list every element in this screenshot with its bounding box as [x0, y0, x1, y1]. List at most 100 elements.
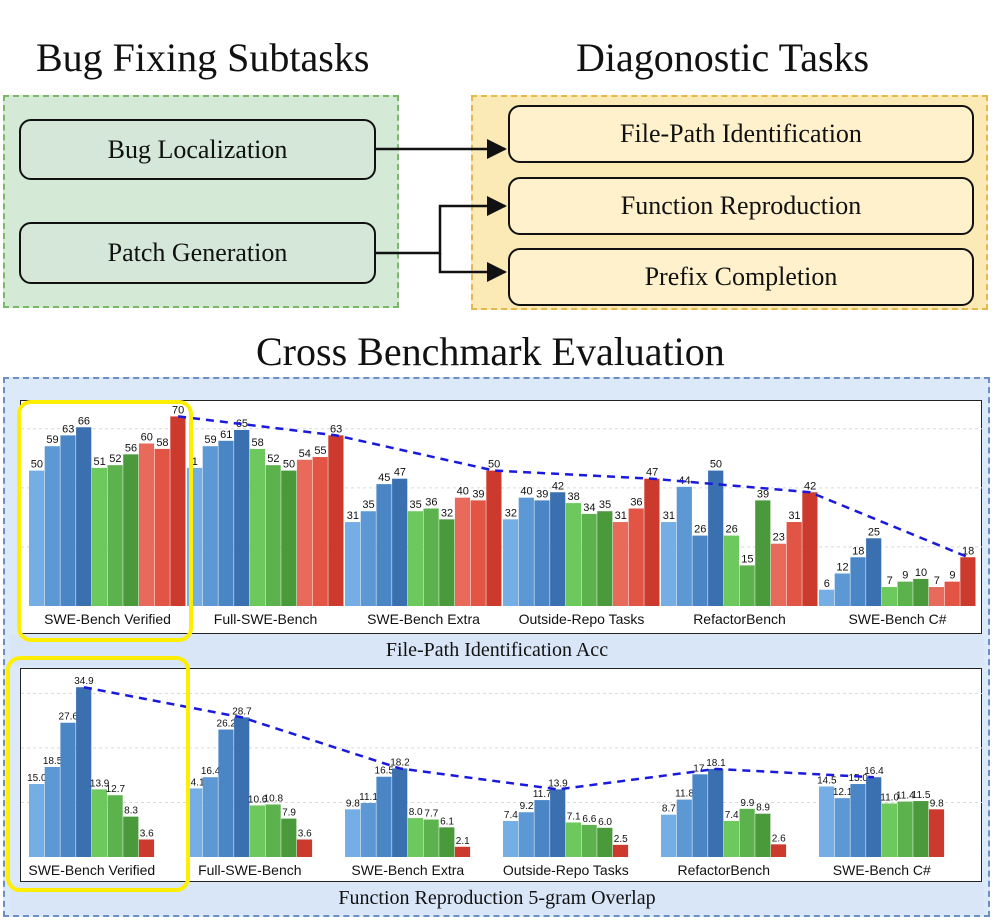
bar — [518, 497, 534, 606]
bar — [123, 816, 139, 857]
bar-value-label: 7.4 — [504, 810, 518, 821]
bar — [802, 492, 818, 606]
bar — [944, 581, 960, 606]
bar-value-label: 9 — [902, 570, 908, 582]
bar-value-label: 40 — [457, 486, 469, 498]
bar-value-label: 26 — [726, 524, 738, 536]
bar-value-label: 1 — [192, 456, 198, 468]
bar — [328, 435, 344, 606]
bar — [518, 812, 534, 857]
category-label: SWE-Bench C# — [833, 862, 931, 878]
bar-value-label: 9.2 — [520, 801, 534, 812]
bar-value-label: 35 — [362, 499, 374, 511]
bar — [123, 454, 139, 606]
bar-value-label: 34 — [583, 502, 595, 514]
bar-value-label: 10.8 — [264, 793, 284, 804]
bar-value-label: 17. — [693, 763, 707, 774]
bar — [60, 435, 76, 606]
bar-value-label: 52 — [267, 453, 279, 465]
bar-value-label: 2.6 — [772, 833, 786, 844]
bar — [534, 500, 550, 606]
bar-value-label: 11.1 — [359, 792, 378, 803]
bar-value-label: 32 — [505, 507, 517, 519]
bar-value-label: 34.9 — [74, 676, 94, 687]
bar-value-label: 50 — [283, 459, 295, 471]
bar-value-label: 12.7 — [106, 784, 126, 795]
bar — [44, 446, 60, 606]
bar — [486, 470, 502, 606]
bar — [345, 522, 361, 606]
diagnostic-tasks-title: Diagonostic Tasks — [576, 35, 870, 80]
function-repro-caption: Function Reproduction 5-gram Overlap — [338, 887, 656, 909]
bar — [739, 808, 755, 857]
bar-value-label: 18 — [852, 545, 864, 557]
bar — [565, 503, 581, 606]
bar-value-label: 8.0 — [409, 807, 423, 818]
bar-value-label: 42 — [552, 480, 564, 492]
highlight-swe-bench-verified-bottom — [6, 656, 190, 892]
bar — [881, 803, 897, 857]
bar — [928, 809, 945, 857]
bar — [187, 788, 203, 857]
bar — [819, 589, 835, 606]
bar — [676, 486, 692, 606]
bar-value-label: 18.2 — [390, 757, 410, 768]
bar — [612, 844, 629, 857]
category-label: SWE-Bench Extra — [367, 611, 480, 627]
bar — [723, 535, 739, 606]
bar — [913, 578, 929, 606]
bar — [692, 535, 708, 606]
bar-value-label: 16.4 — [864, 766, 884, 777]
bar — [423, 508, 439, 606]
bar-value-label: 9.9 — [740, 798, 754, 809]
bar-value-label: 55 — [314, 445, 326, 457]
bug-fixing-title: Bug Fixing Subtasks — [36, 35, 370, 80]
highlight-swe-bench-verified-top — [17, 400, 193, 642]
bar — [850, 557, 866, 606]
bar-value-label: 39 — [472, 488, 484, 500]
bar-value-label: 35 — [410, 499, 422, 511]
bar — [296, 839, 313, 857]
bar-value-label: 26.2 — [217, 719, 237, 730]
bar-value-label: 11.4 — [896, 791, 915, 802]
bar — [597, 827, 613, 857]
bar — [154, 448, 170, 606]
bar-value-label: 27.6 — [59, 712, 79, 723]
bar — [60, 722, 76, 857]
bar — [503, 519, 519, 606]
bar-value-label: 7.9 — [282, 808, 296, 819]
bar — [345, 809, 361, 857]
bar-value-label: 3.6 — [298, 828, 312, 839]
bar — [265, 804, 281, 857]
bar-value-label: 56 — [125, 442, 137, 454]
bar-value-label: 31 — [663, 510, 675, 522]
bar-value-label: 31 — [615, 510, 627, 522]
bar — [454, 846, 471, 857]
bar-value-label: 28.7 — [232, 706, 252, 717]
bar — [786, 522, 802, 606]
bar — [550, 492, 566, 606]
bar-value-label: 32 — [441, 507, 453, 519]
bar — [138, 443, 155, 606]
bar — [407, 511, 423, 606]
bar-value-label: 23 — [773, 532, 785, 544]
bug-localization-box: Bug Localization — [19, 119, 376, 180]
bar — [960, 557, 976, 606]
bar — [91, 789, 107, 857]
bar — [819, 786, 835, 857]
bar — [866, 777, 882, 857]
bar — [850, 784, 866, 857]
bar-value-label: 7.1 — [567, 811, 581, 822]
function-reproduction-box: Function Reproduction — [508, 177, 974, 235]
category-label: Full-SWE-Bench — [214, 611, 317, 627]
bar-value-label: 6.0 — [598, 817, 612, 828]
bar — [107, 795, 123, 857]
bar-value-label: 18.1 — [706, 758, 726, 769]
category-label: RefactorBench — [693, 611, 786, 627]
bar — [91, 467, 107, 606]
bar — [29, 784, 45, 857]
